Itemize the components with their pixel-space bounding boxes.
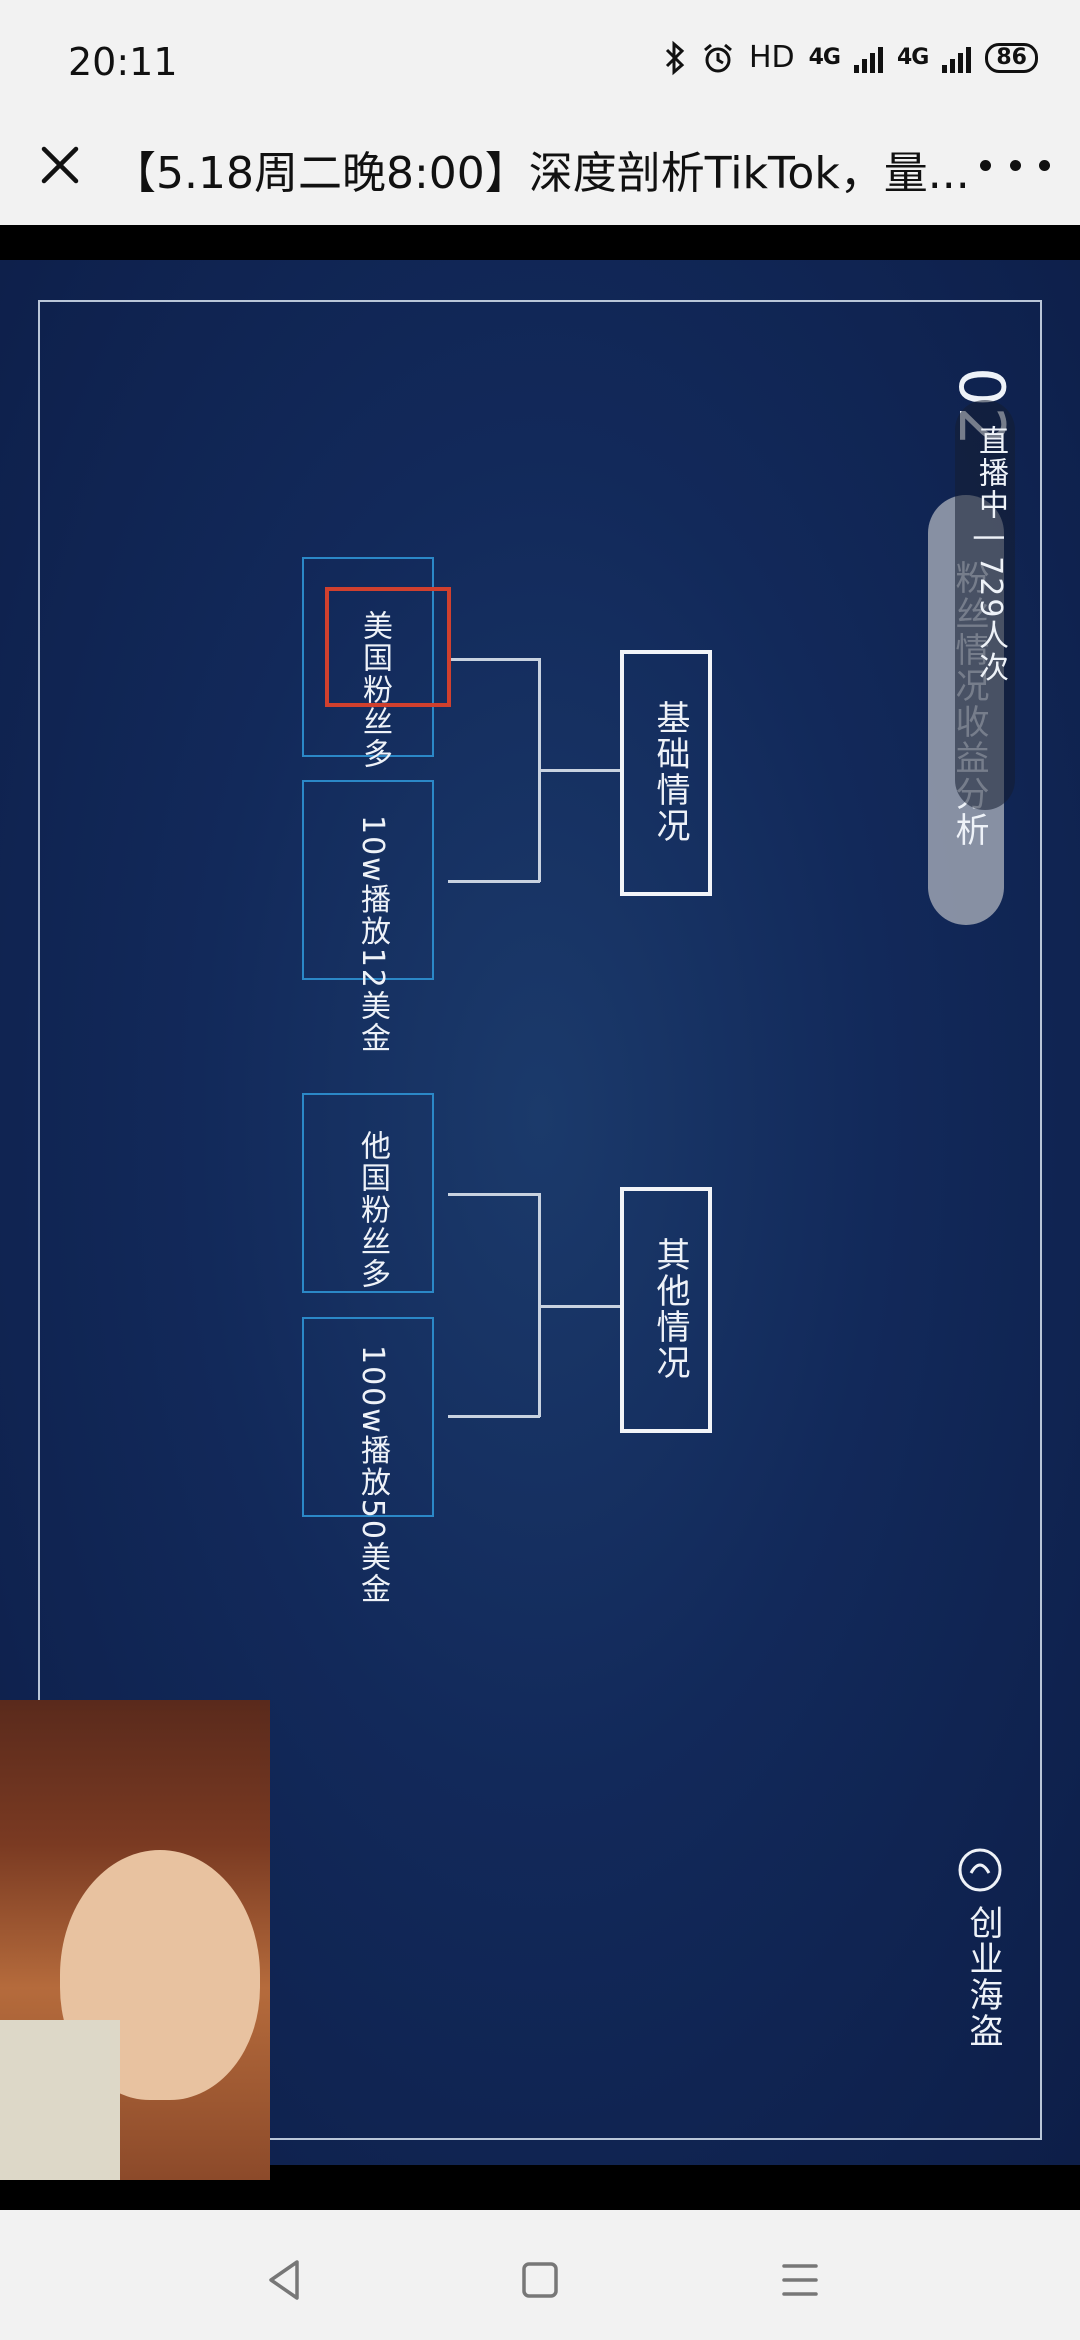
presenter-shirt (0, 2020, 120, 2180)
slide-frame (38, 300, 1042, 2140)
connector (448, 880, 540, 883)
network-label-2: 4G (897, 45, 929, 70)
title-bar: 【5.18周二晚8:00】深度剖析TikTok，量... (0, 105, 1080, 225)
connector (540, 769, 620, 772)
menu-nav-button[interactable] (770, 2250, 830, 2310)
more-icon-dot (1039, 159, 1050, 171)
home-nav-button[interactable] (510, 2250, 570, 2310)
bluetooth-icon (665, 40, 685, 75)
back-nav-button[interactable] (255, 2250, 315, 2310)
status-time: 20:11 (68, 40, 178, 84)
item-node-us-fans (302, 557, 434, 757)
alarm-icon (703, 43, 732, 72)
connector (448, 1193, 540, 1196)
item-node-100w-play (302, 1317, 434, 1517)
connector (448, 1415, 540, 1418)
connector (448, 658, 540, 661)
close-icon (41, 146, 79, 184)
battery-icon: 86 (985, 42, 1038, 73)
item-label-other-fans: 他国粉丝多 (355, 1130, 390, 1290)
hd-label: HD (748, 40, 795, 75)
more-button[interactable] (980, 135, 1050, 195)
brand-logo: 创业海盗 (955, 1845, 1005, 2049)
group-label-basic: 基础情况 (650, 700, 690, 844)
item-label-10w-play: 10w播放12美金 (355, 815, 390, 1054)
navigation-bar (0, 2210, 1080, 2340)
highlight-box (325, 587, 451, 707)
status-icons: HD 4G 4G 86 (663, 40, 1038, 75)
live-status-pill (955, 400, 1015, 810)
live-status: 直播中 | 729人次 (973, 425, 1008, 684)
signal-icon (854, 43, 883, 73)
connector (538, 658, 541, 882)
group-node-other (620, 1187, 712, 1433)
home-nav-icon (522, 2262, 558, 2298)
item-label-100w-play: 100w播放50美金 (355, 1345, 390, 1605)
item-label-us-fans: 美国粉丝多 (357, 610, 392, 770)
page-title: 【5.18周二晚8:00】深度剖析TikTok，量... (112, 148, 970, 199)
more-icon-dot (1009, 159, 1021, 171)
menu-nav-icon (782, 2264, 818, 2296)
more-icon (980, 159, 991, 171)
webcam-overlay[interactable] (0, 1700, 270, 2180)
close-button[interactable] (30, 135, 90, 195)
signal-icon (942, 43, 972, 73)
connector (540, 1305, 620, 1308)
group-node-basic (620, 650, 712, 896)
network-label-1: 4G (808, 45, 841, 70)
brand-logo-icon (958, 1848, 1002, 1892)
brand-name: 创业海盗 (963, 1905, 1003, 2049)
group-label-other: 其他情况 (650, 1237, 690, 1381)
connector (538, 1193, 541, 1417)
item-node-other-fans (302, 1093, 434, 1293)
video-player[interactable]: 粉丝情况收益分析 02 直播中 | 729人次 基础情况 美国粉丝多 10w播放… (0, 225, 1080, 2210)
back-nav-icon (269, 2260, 299, 2300)
item-node-10w-play (302, 780, 434, 980)
